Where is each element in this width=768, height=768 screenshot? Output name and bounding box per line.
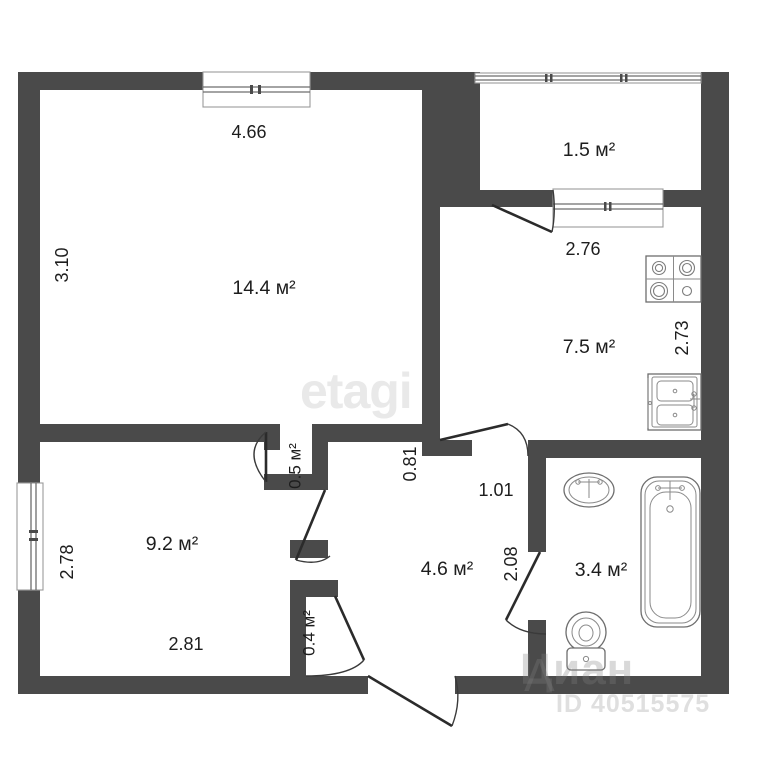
dimension-hallway-top-width: 1.01 bbox=[478, 480, 513, 500]
wall-bottom-left bbox=[18, 676, 368, 694]
room-label-hallway: 4.6 м² bbox=[421, 558, 474, 580]
dimension-bedroom-width: 2.81 bbox=[168, 634, 203, 654]
wall-closet04-left bbox=[290, 596, 306, 676]
wall-balcony-bottom-right bbox=[660, 190, 705, 207]
room-label-bathroom: 3.4 м² bbox=[575, 559, 628, 581]
wall-closet05-right bbox=[312, 424, 328, 490]
kitchen-sink bbox=[647, 373, 702, 431]
window-balcony-door bbox=[552, 188, 664, 228]
bathroom-toilet bbox=[565, 611, 607, 671]
wall-bedroom-right-mid bbox=[290, 540, 328, 558]
wall-top-right-stub bbox=[440, 72, 475, 90]
wall-balcony-left-thin bbox=[468, 72, 480, 207]
door-living-room bbox=[439, 422, 529, 457]
wall-bottom-right bbox=[455, 676, 729, 694]
wall-closet04-top bbox=[290, 580, 338, 597]
door-entrance bbox=[367, 674, 459, 728]
dimension-bedroom-height: 2.78 bbox=[57, 544, 77, 579]
room-label-kitchen: 7.5 м² bbox=[563, 336, 616, 358]
dimension-kitchen-height: 2.73 bbox=[672, 320, 692, 355]
door-closet-small bbox=[253, 431, 268, 483]
wall-kitchen-bottom bbox=[528, 440, 705, 458]
bathroom-bathtub bbox=[640, 476, 701, 628]
wall-living-bottom bbox=[18, 424, 268, 442]
wall-living-right bbox=[422, 72, 440, 424]
dimension-balcony-width: 2.76 bbox=[565, 239, 600, 259]
window-left bbox=[16, 482, 44, 591]
wall-living-bottom-right bbox=[312, 424, 424, 442]
labels-group: 14.4 м² 9.2 м² 7.5 м² 1.5 м² 4.6 м² 3.4 … bbox=[52, 122, 692, 656]
bathroom-washbasin bbox=[563, 472, 615, 508]
wall-left-outer bbox=[18, 72, 40, 694]
windows-group bbox=[16, 71, 702, 591]
room-label-living-room: 14.4 м² bbox=[232, 277, 296, 299]
wall-balcony-left-upper bbox=[440, 72, 468, 207]
door-closet-tiny bbox=[305, 595, 366, 677]
wall-balcony-bottom-left bbox=[468, 190, 558, 207]
doors-group bbox=[253, 189, 555, 728]
wall-closet05-bottom bbox=[264, 474, 328, 490]
door-bathroom bbox=[504, 551, 547, 635]
wall-hall-neck-left bbox=[422, 424, 440, 456]
dimension-hallway-neck: 0.81 bbox=[400, 446, 420, 481]
dimension-living-room-height: 3.10 bbox=[52, 247, 72, 282]
walls-group bbox=[18, 72, 729, 694]
wall-kitchen-bottom-left bbox=[440, 440, 458, 456]
wall-bathroom-left-upper bbox=[528, 440, 546, 552]
room-label-bedroom: 9.2 м² bbox=[146, 533, 199, 555]
dimension-bathroom-door-wall: 2.08 bbox=[501, 546, 521, 581]
wall-hall-stub-bottom bbox=[528, 660, 546, 680]
door-bedroom bbox=[294, 489, 331, 563]
wall-right-outer bbox=[701, 72, 729, 694]
window-top-left bbox=[202, 71, 311, 108]
room-label-balcony: 1.5 м² bbox=[563, 139, 616, 161]
dimension-living-room-width: 4.66 bbox=[231, 122, 266, 142]
fixtures-group bbox=[563, 255, 702, 671]
window-balcony-top bbox=[474, 72, 702, 84]
room-label-closet-small: 0.5 м² bbox=[285, 443, 304, 489]
door-balcony bbox=[491, 189, 555, 234]
room-label-closet-tiny: 0.4 м² bbox=[299, 610, 318, 656]
kitchen-stove bbox=[645, 255, 702, 303]
wall-closet05-left-top bbox=[264, 424, 280, 450]
